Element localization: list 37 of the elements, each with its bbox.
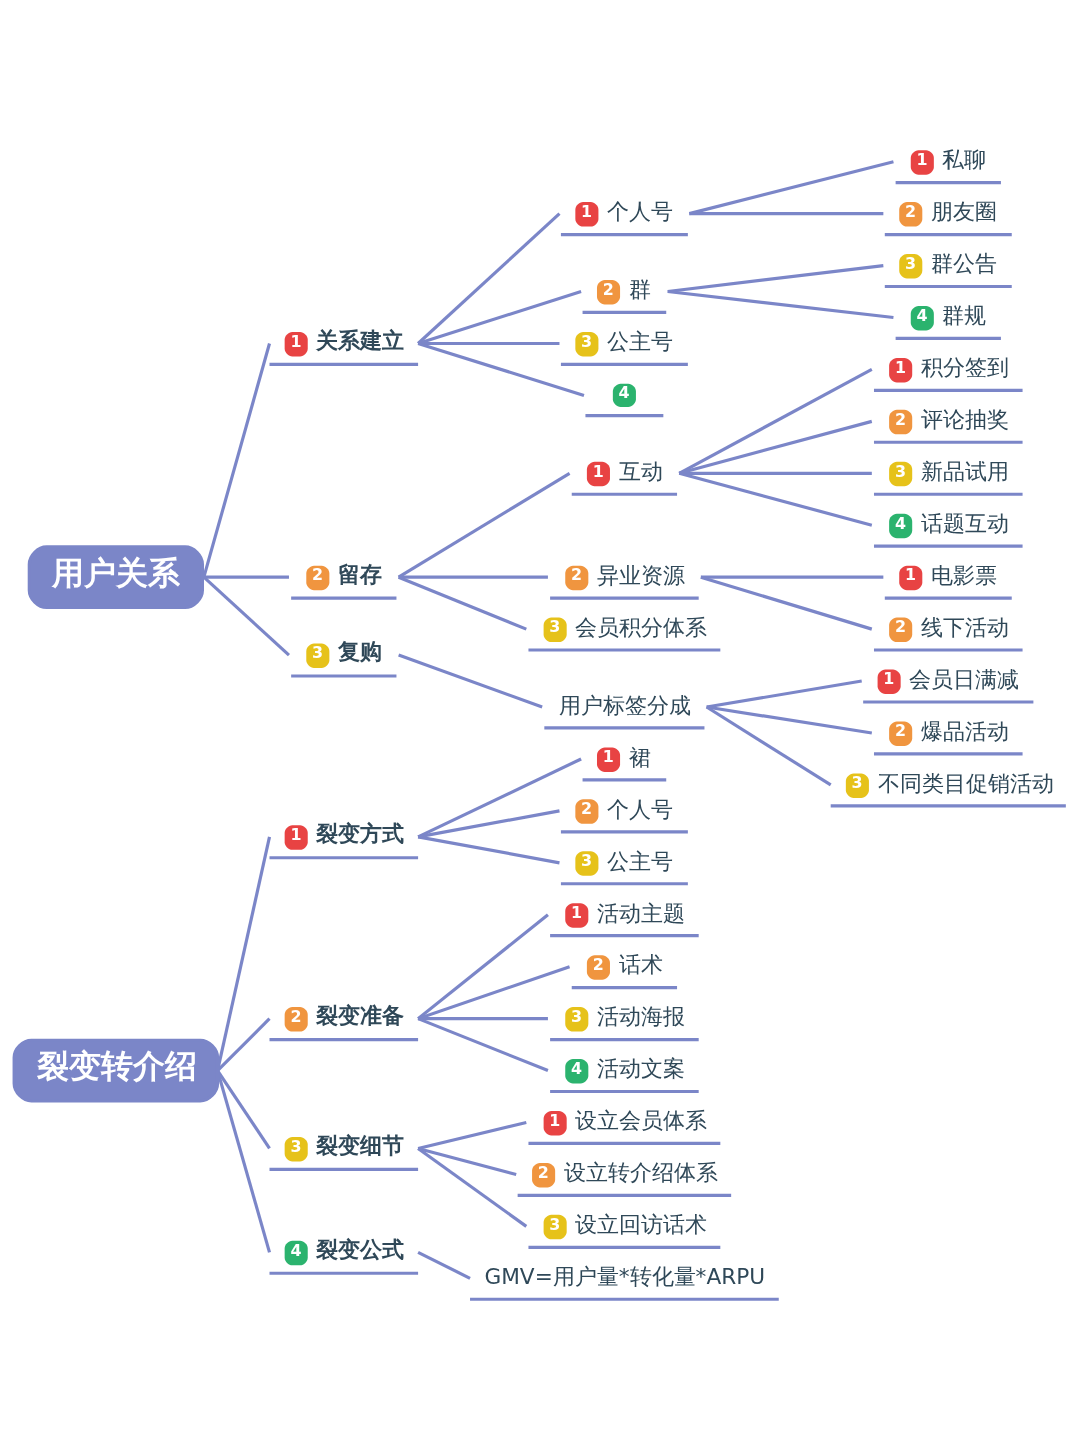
node-box: 用户关系: [27, 545, 204, 610]
connector: [417, 341, 585, 397]
connector: [216, 836, 272, 1071]
connector: [417, 835, 560, 865]
connector: [398, 653, 543, 709]
connector: [678, 368, 873, 475]
connector: [705, 705, 832, 787]
connector: [397, 471, 571, 579]
connector: [417, 1017, 549, 1073]
connector: [417, 1147, 528, 1228]
connector: [202, 343, 272, 578]
connector: [667, 289, 894, 320]
connector: [706, 679, 862, 709]
connector: [678, 419, 873, 475]
connector: [398, 575, 527, 631]
node-text: 用户标签分成: [559, 692, 692, 718]
connector: [678, 471, 873, 527]
connector: [418, 1017, 548, 1021]
connector: [417, 913, 549, 1020]
connector: [689, 212, 884, 216]
connector: [679, 471, 872, 475]
node-text: GMV=用户量*转化量*ARPU: [484, 1264, 766, 1290]
connector: [417, 757, 582, 839]
connector: [417, 965, 571, 1021]
connector: [417, 1250, 471, 1280]
connector: [398, 575, 548, 579]
connector: [417, 212, 561, 345]
connector: [202, 576, 291, 657]
connector: [417, 1146, 517, 1176]
connector: [417, 290, 582, 345]
connector: [688, 160, 894, 216]
node-box: 裂变转介绍: [12, 1038, 220, 1103]
connector: [706, 705, 873, 735]
connector: [417, 809, 560, 839]
connector: [700, 575, 873, 631]
connector: [417, 1120, 527, 1150]
connector: [203, 575, 289, 579]
